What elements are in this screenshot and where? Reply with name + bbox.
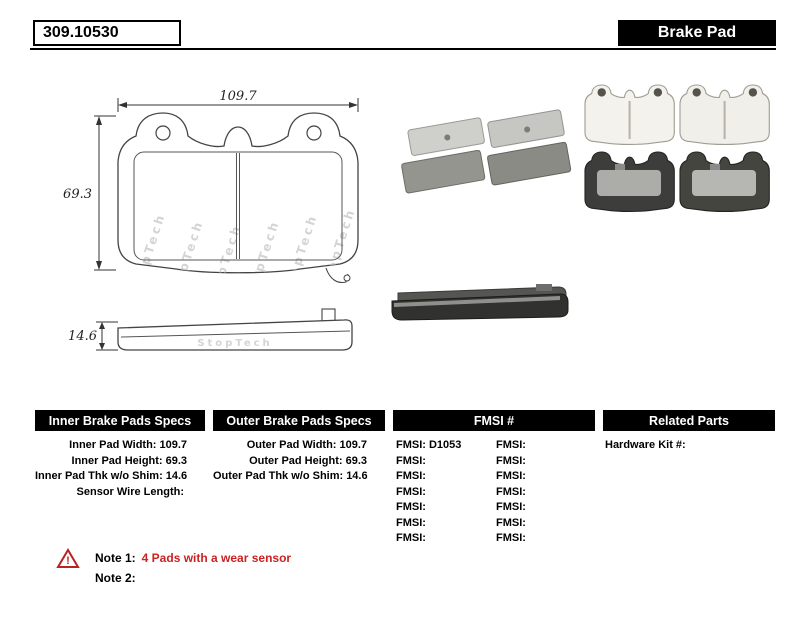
product-photo-pad-set bbox=[401, 109, 572, 194]
fmsi-label: FMSI: bbox=[496, 532, 526, 544]
product-type-box: Brake Pad bbox=[618, 20, 776, 46]
product-photo-pad-side bbox=[391, 284, 569, 321]
product-photo-pad-faces bbox=[584, 84, 770, 212]
spec-value: 109.7 bbox=[159, 439, 187, 451]
note-2-label: Note 2: bbox=[95, 571, 136, 585]
fmsi-label: FMSI: bbox=[496, 470, 526, 482]
fmsi-label: FMSI: bbox=[496, 516, 526, 529]
spec-value: 14.6 bbox=[346, 470, 368, 482]
spec-row: Inner Pad Width:109.7 bbox=[35, 438, 205, 454]
fmsi-label: FMSI: bbox=[396, 454, 426, 467]
spec-row: Outer Pad Thk w/o Shim:14.6 bbox=[213, 469, 385, 485]
spec-row: Inner Pad Height:69.3 bbox=[35, 454, 205, 470]
fmsi-label: FMSI: bbox=[396, 470, 426, 482]
svg-text:StopTech: StopTech bbox=[197, 338, 272, 349]
fmsi-column: FMSI:D1053 FMSI: FMSI: FMSI: FMSI: FMSI:… bbox=[393, 438, 595, 547]
spec-row: Outer Pad Width:109.7 bbox=[213, 438, 385, 454]
thickness-dim-label: 14.6 bbox=[68, 329, 97, 344]
front-view-drawing: StopTech StopTech StopTech StopTech Stop… bbox=[117, 112, 359, 284]
mounting-hole-left bbox=[155, 125, 171, 141]
fmsi-label: FMSI: bbox=[396, 516, 426, 529]
note-1: Note 1: 4 Pads with a wear sensor bbox=[95, 551, 291, 565]
note-1-label: Note 1: bbox=[95, 551, 136, 565]
note-1-text: 4 Pads with a wear sensor bbox=[141, 551, 292, 565]
spec-label: Inner Pad Thk w/o Shim: bbox=[35, 470, 163, 482]
dimension-width: 109.7 bbox=[117, 89, 359, 112]
spec-value: 109.7 bbox=[339, 439, 367, 451]
dimension-thickness: 14.6 bbox=[68, 321, 118, 351]
technical-illustration: StopTech StopTech StopTech StopTech Stop… bbox=[63, 84, 770, 351]
mounting-hole-right bbox=[306, 125, 322, 141]
spec-row: Sensor Wire Length: bbox=[35, 485, 205, 501]
fmsi-label: FMSI: bbox=[496, 485, 526, 498]
fmsi-row: FMSI: FMSI: bbox=[393, 531, 595, 547]
inner-specs-column: Inner Pad Width:109.7 Inner Pad Height:6… bbox=[35, 438, 205, 500]
dimension-height: 69.3 bbox=[63, 115, 116, 271]
part-number: 309.10530 bbox=[43, 24, 119, 41]
spec-value: 69.3 bbox=[165, 454, 187, 467]
fmsi-header: FMSI # bbox=[393, 410, 595, 431]
height-dim-label: 69.3 bbox=[63, 187, 92, 202]
spec-row: Hardware Kit #: bbox=[605, 438, 775, 454]
related-parts-column: Hardware Kit #: bbox=[605, 438, 775, 454]
spec-row: Outer Pad Height:69.3 bbox=[213, 454, 385, 470]
note-2: Note 2: bbox=[95, 571, 142, 585]
spec-label: Outer Pad Width: bbox=[246, 439, 337, 451]
svg-text:!: ! bbox=[66, 555, 70, 567]
fmsi-title: FMSI # bbox=[473, 413, 515, 428]
spec-row: Inner Pad Thk w/o Shim:14.6 bbox=[35, 469, 205, 485]
header-divider bbox=[30, 48, 776, 50]
fmsi-row: FMSI: FMSI: bbox=[393, 516, 595, 532]
fmsi-row: FMSI: FMSI: bbox=[393, 485, 595, 501]
fmsi-row: FMSI:D1053 FMSI: bbox=[393, 438, 595, 454]
outer-specs-column: Outer Pad Width:109.7 Outer Pad Height:6… bbox=[213, 438, 385, 485]
fmsi-row: FMSI: FMSI: bbox=[393, 469, 595, 485]
fmsi-label: FMSI: bbox=[496, 439, 526, 451]
fmsi-value: D1053 bbox=[428, 439, 462, 451]
spec-value: 14.6 bbox=[165, 470, 188, 482]
spec-value: 69.3 bbox=[345, 454, 367, 467]
spec-label: Inner Pad Height: bbox=[71, 454, 163, 467]
spec-label: Outer Pad Height: bbox=[249, 454, 343, 467]
width-dim-label: 109.7 bbox=[219, 89, 257, 104]
spec-label: Outer Pad Thk w/o Shim: bbox=[213, 470, 344, 482]
related-parts-title: Related Parts bbox=[649, 413, 729, 428]
product-type: Brake Pad bbox=[657, 24, 737, 41]
fmsi-label: FMSI: bbox=[496, 501, 526, 513]
spec-label: Hardware Kit #: bbox=[605, 439, 686, 451]
side-view-drawing: StopTech bbox=[117, 308, 353, 351]
fmsi-label: FMSI: bbox=[396, 501, 426, 513]
fmsi-label: FMSI: bbox=[396, 485, 426, 498]
inner-specs-title: Inner Brake Pads Specs bbox=[48, 413, 192, 428]
spec-label: Inner Pad Width: bbox=[69, 439, 157, 451]
fmsi-label: FMSI: bbox=[396, 532, 426, 544]
wear-sensor-clip bbox=[325, 267, 349, 284]
part-number-box: 309.10530 bbox=[33, 20, 181, 46]
spec-label: Sensor Wire Length: bbox=[76, 485, 184, 498]
related-parts-header: Related Parts bbox=[603, 410, 775, 431]
fmsi-row: FMSI: FMSI: bbox=[393, 500, 595, 516]
fmsi-label: FMSI: bbox=[496, 454, 526, 467]
fmsi-row: FMSI: FMSI: bbox=[393, 454, 595, 470]
outer-specs-title: Outer Brake Pads Specs bbox=[226, 413, 372, 428]
inner-specs-header: Inner Brake Pads Specs bbox=[35, 410, 205, 431]
warning-triangle-icon: ! bbox=[56, 548, 80, 568]
outer-specs-header: Outer Brake Pads Specs bbox=[213, 410, 385, 431]
fmsi-label: FMSI: bbox=[396, 439, 426, 451]
